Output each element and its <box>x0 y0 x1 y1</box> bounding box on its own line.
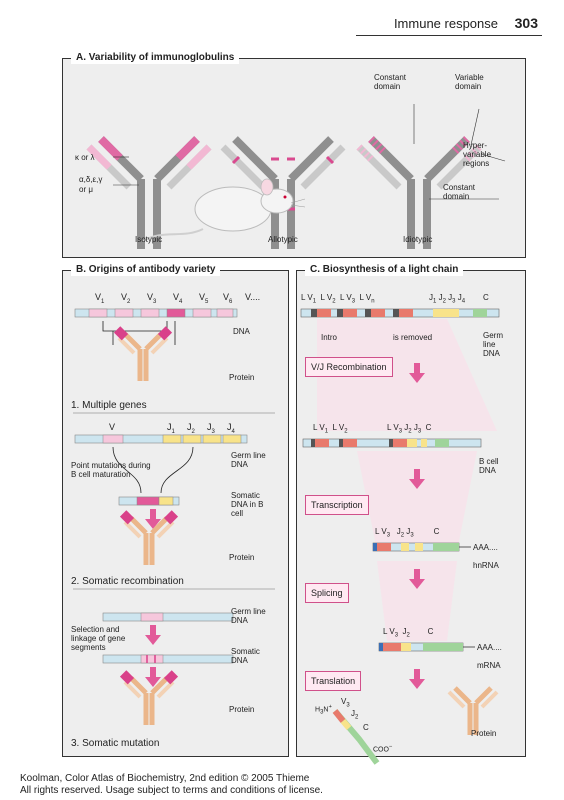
protein-label-1: Protein <box>229 373 255 382</box>
constant-domain-side-label: Constant domain <box>443 183 476 201</box>
chain-heavy-label-1: α,δ,ε,γ <box>79 175 103 184</box>
v4-label: V4 <box>173 292 183 305</box>
constant-domain-top-label: Constant domain <box>374 73 407 91</box>
variable-domain-label: Variable domain <box>455 73 484 91</box>
hnrna-gene-labels: L V3 J2 J3 C <box>375 527 440 539</box>
point-mutations-label: Point mutations during B cell maturation <box>71 461 151 479</box>
vn-label: V.... <box>245 292 261 302</box>
c-label: C <box>483 293 489 302</box>
protein-label-3: Protein <box>229 705 255 714</box>
h3n-label: H3N+ <box>315 704 332 716</box>
antibody-idiotypic <box>359 104 506 249</box>
germ-line-dna-label-3: Germ line DNA <box>231 607 266 625</box>
panel-a-art <box>63 104 506 257</box>
selection-label: Selection and linkage of gene segments <box>71 625 126 652</box>
panel-c: C. Biosynthesis of a light chain L V1 L … <box>296 264 526 765</box>
panel-a-title: A. Variability of immunoglobulins <box>71 52 240 64</box>
somatic-recombination-label: 2. Somatic recombination <box>71 576 184 587</box>
idiotypic-label: Idiotypic <box>403 235 433 244</box>
page-number: 303 <box>514 15 538 31</box>
header-rule <box>356 35 542 36</box>
germ-line-dna-label: Germ line DNA <box>231 451 266 469</box>
v3-label: V3 <box>147 292 157 305</box>
protein-label-c: Protein <box>471 729 497 738</box>
panel-b: B. Origins of antibody variety V1 V2 V3 … <box>62 264 289 757</box>
hypervariable-label: Hyper-variable regions <box>463 141 492 168</box>
germ-line-dna-label-c: Germ line DNA <box>483 331 503 358</box>
v1-label: V1 <box>95 292 105 305</box>
v5-label: V5 <box>199 292 209 305</box>
bcell-gene-labels: L V1 L V2 <box>313 423 348 435</box>
b-cell-dna-label: B cell DNA <box>479 457 499 475</box>
footer: Koolman, Color Atlas of Biochemistry, 2n… <box>20 773 323 797</box>
j4-label: J4 <box>227 422 235 435</box>
v3-peptide-label: V3 <box>341 697 350 709</box>
footer-line-1: Koolman, Color Atlas of Biochemistry, 2n… <box>20 773 310 784</box>
somatic-dna-bcell-label: Somatic DNA in B cell <box>231 491 264 518</box>
hnrna-label: hnRNA <box>473 561 499 570</box>
panel-a: A. Variability of immunoglobulins κ or λ… <box>62 52 526 258</box>
coo-label: COO− <box>373 744 393 754</box>
protein-label-2: Protein <box>229 553 255 562</box>
somatic-mutation-label: 3. Somatic mutation <box>71 738 160 749</box>
chapter-title: Immune response <box>393 16 498 31</box>
panel-b-art <box>73 308 275 756</box>
vj-recombination-box: V/J Recombination <box>305 357 393 377</box>
panel-c-title: C. Biosynthesis of a light chain <box>305 264 464 276</box>
dna-label: DNA <box>233 327 250 336</box>
splicing-box: Splicing <box>305 583 349 603</box>
translation-box: Translation <box>305 671 362 691</box>
j2-peptide-label: J2 <box>351 709 359 721</box>
v6-label: V6 <box>223 292 233 305</box>
aaa-label-1: AAA.... <box>473 543 498 552</box>
somatic-dna-label: Somatic DNA <box>231 647 260 665</box>
chain-light-label: κ or λ <box>75 153 95 162</box>
mrna-label: mRNA <box>477 661 501 670</box>
footer-line-2: All rights reserved. Usage subject to te… <box>20 785 323 796</box>
multiple-genes-label: 1. Multiple genes <box>71 400 147 411</box>
mrna-gene-labels: L V3 J2 C <box>383 627 434 639</box>
aaa-label-2: AAA.... <box>477 643 502 652</box>
antibody-isotypic <box>89 139 209 249</box>
bcell-j-labels: L V3 J2 J3 C <box>387 423 432 435</box>
allotypic-label: Allotypic <box>268 235 298 244</box>
v2-label: V2 <box>121 292 131 305</box>
mouse-illustration <box>142 178 306 242</box>
transcription-box: Transcription <box>305 495 369 515</box>
j1-label: J1 <box>167 422 175 435</box>
germline-j-labels: J1 J2 J3 J4 <box>429 293 466 305</box>
isotypic-label: Isotypic <box>135 235 163 244</box>
intro-label: Intro <box>321 333 338 342</box>
panel-c-art <box>300 308 500 765</box>
germline-gene-labels: L V1 L V2 L V3 L Vn <box>301 293 375 305</box>
j2-label: J2 <box>187 422 195 435</box>
chain-heavy-label-2: or μ <box>79 185 93 194</box>
page-header: Immune response 303 <box>0 0 564 40</box>
c-peptide-label: C <box>363 723 369 732</box>
is-removed-label: is removed <box>393 333 433 342</box>
panel-b-title: B. Origins of antibody variety <box>71 264 221 276</box>
j3-label: J3 <box>207 422 215 435</box>
v-label: V <box>109 422 116 432</box>
